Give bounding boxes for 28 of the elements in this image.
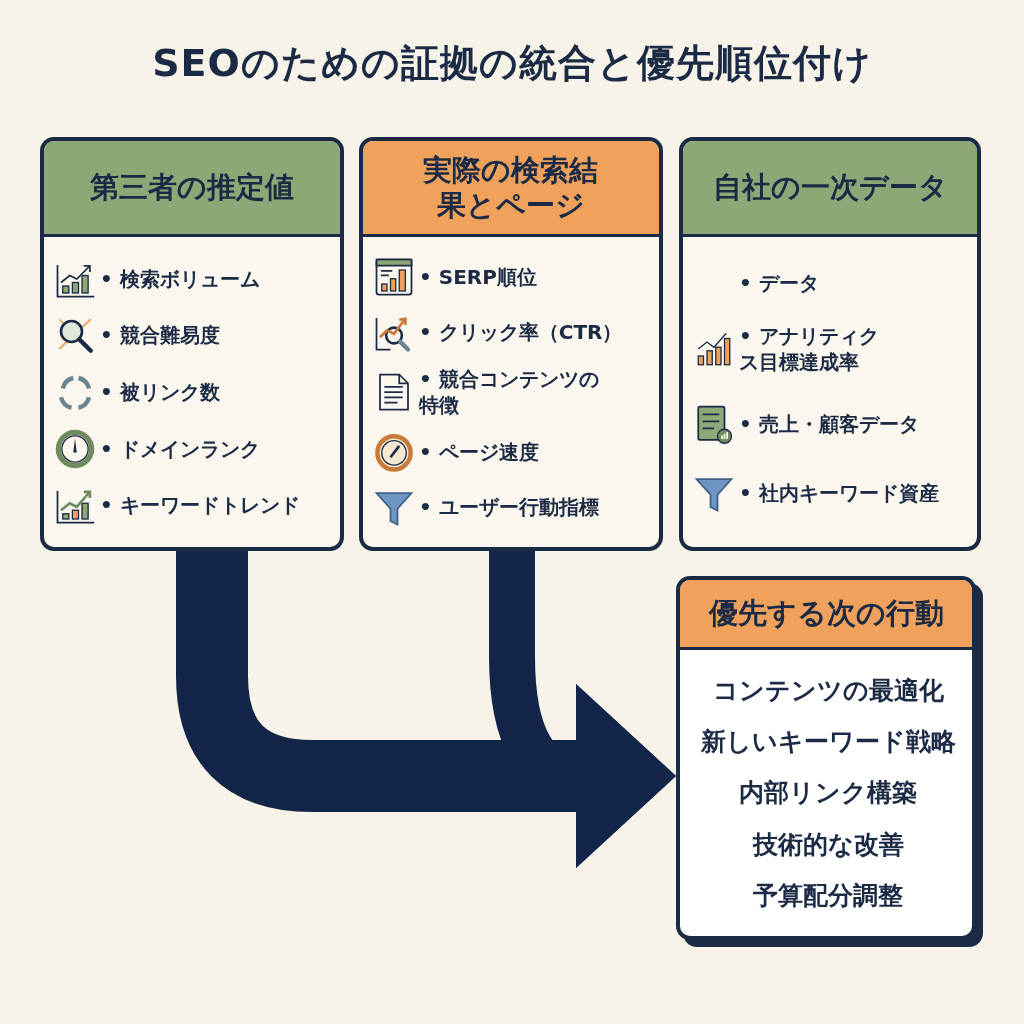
heading: 第三者の推定値 <box>90 170 294 205</box>
list-item: • アナリティクス目標達成率 <box>739 323 880 376</box>
action-item: コンテンツの最適化 <box>711 675 945 708</box>
list-item: • 検索ボリューム <box>100 265 260 292</box>
list-item: • 被リンク数 <box>100 378 220 405</box>
list-item: • データ <box>739 270 819 297</box>
panel <box>40 137 344 551</box>
action-item: 技術的な改善 <box>751 828 905 861</box>
heading: 優先する次の行動 <box>708 596 944 631</box>
list-item: • 競合難易度 <box>100 322 220 349</box>
panel <box>359 137 663 551</box>
action-item: 内部リンク構築 <box>738 777 918 810</box>
list-item: • キーワードトレンド <box>100 492 300 519</box>
list-item: • ページ速度 <box>419 439 539 465</box>
arrow <box>489 551 676 868</box>
list-item: • 競合コンテンツの特徴 <box>419 366 600 418</box>
list-item: • ドメインランク <box>100 435 260 462</box>
heading: 実際の検索結果とページ <box>422 152 600 223</box>
list-item: • SERP順位 <box>419 264 537 290</box>
list-item: • ユーザー行動指標 <box>419 494 599 520</box>
action-item: 予算配分調整 <box>752 879 904 912</box>
title: SEOのための証拠の統合と優先順位付け <box>151 40 873 87</box>
list-item: • 売上・顧客データ <box>739 410 919 437</box>
list-item: • クリック率（CTR） <box>419 319 623 345</box>
heading: 自社の一次データ <box>712 170 948 205</box>
action-item: 新しいキーワード戦略 <box>699 726 957 759</box>
panel <box>679 137 981 551</box>
list-item: • 社内キーワード資産 <box>739 479 939 506</box>
